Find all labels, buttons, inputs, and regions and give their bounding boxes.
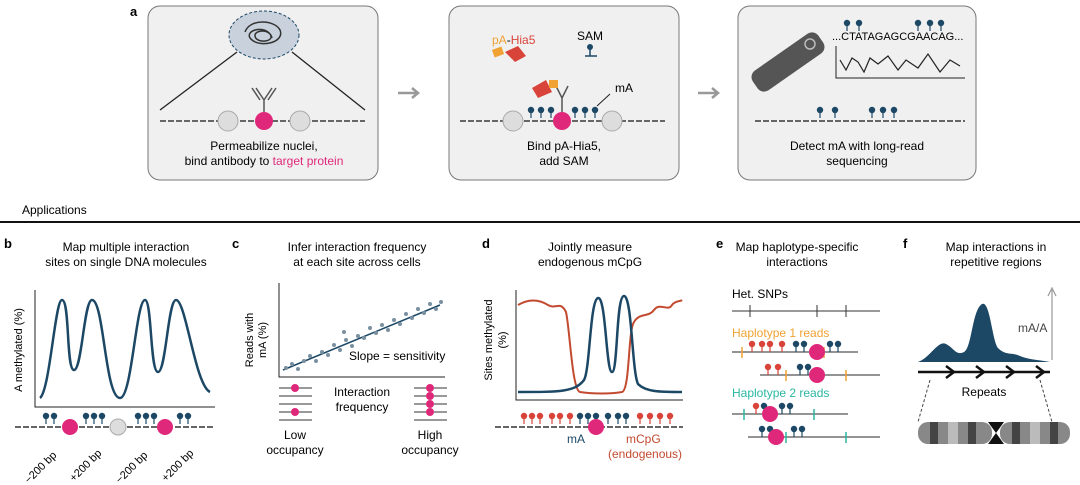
panel-c-slope-label: Slope = sensitivity [349, 349, 445, 363]
panel-b-tick-1: −200 bp [22, 449, 59, 485]
panel-d-title-line2: endogenous mCpG [538, 255, 642, 269]
panel-c-title-line2: at each site across cells [293, 255, 420, 269]
step1-box: Permeabilize nuclei, bind antibody to ta… [147, 5, 379, 181]
panel-d-mcpg-curve [517, 299, 683, 395]
step1-caption-line1: Permeabilize nuclei, [210, 139, 317, 153]
panel-b-tick-4: +200 bp [159, 447, 196, 484]
panel-letter-c: c [232, 236, 239, 251]
panel-c-xlabel-line2: frequency [336, 400, 389, 414]
panel-d-ylabel-line1: Sites methylated [483, 299, 495, 380]
panel-d-ma-curve [517, 294, 683, 394]
ma-label: mA [615, 81, 633, 95]
arrow-right-icon [698, 87, 720, 99]
panel-d-title-line1: Jointly measure [548, 240, 632, 254]
panel-c-low-line2: occupancy [266, 443, 323, 457]
panel-d-endogenous-label: (endogenous) [608, 447, 682, 461]
applications-heading: Applications [22, 203, 87, 217]
step2-caption-line1: Bind pA-Hia5, [527, 139, 601, 153]
step3-caption-line2: sequencing [826, 154, 887, 168]
panel-b-title-line1: Map multiple interaction [63, 240, 190, 254]
panel-b-axes [34, 290, 215, 408]
chromosome-icon [918, 422, 1070, 444]
panel-c-high-line2: occupancy [401, 443, 458, 457]
panel-b-tick-3: −200 bp [113, 449, 150, 485]
step2-box: pA-Hia5 SAM mA Bind pA-Hia5, add SAM [448, 5, 680, 181]
panel-b-methylation-curve [38, 298, 211, 400]
panel-f-repeat-arrows [918, 365, 1050, 379]
antibody-icon [251, 87, 277, 112]
panel-letter-d: d [482, 236, 490, 251]
panel-c-xlabel-line1: Interaction [334, 385, 390, 399]
panel-letter-a: a [130, 4, 138, 19]
panel-d-mcpg-label: mCpG [626, 432, 661, 446]
signal-trace [839, 52, 961, 74]
panel-b-title-line2: sites on single DNA molecules [45, 255, 206, 269]
step2-caption-line2: add SAM [539, 154, 588, 168]
nucleus-icon [228, 10, 300, 60]
panel-c-axes [278, 283, 445, 378]
panel-b-ylabel: A methylated (%) [13, 308, 25, 392]
panel-e-hap1-label: Haplotype 1 reads [732, 326, 829, 340]
read-sequence: ...CTATAGAGCGAACAG... [832, 31, 963, 43]
panel-c-high-line1: High [418, 428, 443, 442]
step3-box: ...CTATAGAGCGAACAG... Detect mA with lon… [737, 5, 977, 181]
panel-f-title-line1: Map interactions in [946, 240, 1047, 254]
panel-e-hap2-label: Haplotype 2 reads [732, 386, 829, 400]
pa-bound-icon [549, 80, 558, 88]
panel-e-title-line2: interactions [766, 255, 827, 269]
panel-f-signal-area [918, 303, 1050, 362]
up-arrow-icon [1047, 286, 1057, 297]
panel-c-ylabel-line1: Reads with [244, 313, 256, 367]
panel-e-title-line1: Map haplotype-specific [736, 240, 859, 254]
panel-f-repeats-label: Repeats [962, 385, 1007, 399]
panel-c-scatter-points [284, 300, 443, 371]
step1-caption-line2: bind antibody to target protein [185, 154, 344, 168]
panel-f-title-line2: repetitive regions [950, 255, 1041, 269]
panel-d-ma-label: mA [567, 432, 585, 446]
target-protein [255, 112, 273, 130]
panel-c-fit-line [282, 304, 441, 371]
hia5-bound-icon [532, 80, 552, 98]
nucleosome [289, 110, 311, 132]
pa-hia5-label: pA-Hia5 [492, 33, 536, 47]
panel-c-low-line1: Low [284, 428, 306, 442]
panel-d-ylabel-line2: (%) [497, 331, 509, 348]
nucleosome [217, 110, 239, 132]
panel-b-tick-2: +200 bp [67, 447, 104, 484]
arrow-right-icon [398, 87, 420, 99]
panel-c-title-line1: Infer interaction frequency [288, 240, 427, 254]
panel-c-ylabel-line2: mA (%) [257, 322, 269, 358]
hia5-domain-icon [505, 46, 526, 62]
chromatin-icon [244, 21, 282, 45]
panel-letter-f: f [903, 236, 908, 251]
pa-domain-icon [491, 46, 505, 58]
panel-letter-b: b [4, 236, 12, 251]
panel-f-ma-ratio-label: mA/A [1018, 321, 1047, 335]
panel-letter-e: e [716, 236, 723, 251]
step3-caption-line1: Detect mA with long-read [790, 139, 924, 153]
target-protein [553, 112, 571, 130]
panel-d-axes [515, 290, 683, 401]
panel-e-snps-label: Het. SNPs [732, 287, 788, 301]
sam-icon [587, 44, 593, 50]
sam-label: SAM [577, 29, 603, 43]
